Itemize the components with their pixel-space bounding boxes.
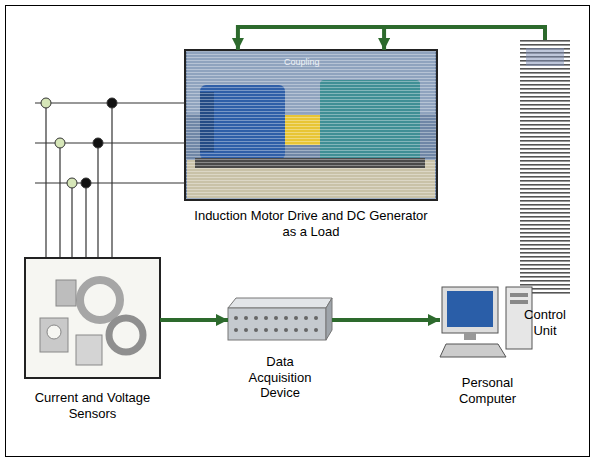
junction-dots <box>41 98 117 188</box>
port <box>304 328 308 332</box>
sensors-frame <box>25 258 160 378</box>
daq-ports <box>234 316 318 332</box>
voltage-junction <box>41 98 51 108</box>
port <box>274 328 278 332</box>
connector-line <box>160 318 228 322</box>
node-caption: Current and Voltage Sensors <box>32 390 154 421</box>
rack-lines <box>520 40 570 295</box>
phase-wires <box>35 103 185 258</box>
daq-top <box>228 298 332 308</box>
outer-frame <box>6 6 590 457</box>
computer-picture <box>440 287 532 357</box>
rack-ground <box>520 40 570 295</box>
phase-line <box>35 182 185 183</box>
photo-border <box>185 50 437 200</box>
keyboard <box>440 344 506 357</box>
voltage-junction <box>55 138 65 148</box>
port <box>244 328 248 332</box>
drive-bay <box>510 300 528 304</box>
port <box>234 328 238 332</box>
connector-arrow <box>160 320 228 321</box>
monitor <box>442 287 498 333</box>
motor-photo <box>185 50 437 200</box>
node-caption: Data Acquisition Device <box>238 354 322 401</box>
control-unit-box: Control Unit <box>520 40 570 295</box>
drive-bay <box>510 293 528 297</box>
current-junction <box>93 138 103 148</box>
node-caption: Control Unit <box>514 307 576 338</box>
sensor-tap <box>71 183 72 258</box>
photo-ground <box>185 50 437 200</box>
daq-front <box>228 308 326 340</box>
daq-side <box>326 298 332 340</box>
control-unit-rack <box>520 40 570 295</box>
computer-box: Personal Computer <box>440 285 535 363</box>
sensor-tap <box>111 103 112 258</box>
sensor-ring <box>109 318 143 352</box>
sensors-picture <box>25 258 160 378</box>
port <box>244 316 248 320</box>
port <box>294 316 298 320</box>
sensor-tap <box>85 183 86 258</box>
node-caption: Induction Motor Drive and DC Generator a… <box>186 208 436 239</box>
port <box>294 328 298 332</box>
sensor-hole <box>47 325 61 339</box>
scan-lines <box>185 50 437 200</box>
voltage-junction <box>67 178 77 188</box>
port <box>314 316 318 320</box>
daq-box: Data Acquisition Device <box>228 298 332 342</box>
sensor-tap <box>97 143 98 258</box>
connector-line <box>332 318 440 322</box>
connector-line <box>382 27 386 50</box>
port <box>264 328 268 332</box>
sensor-tap <box>45 103 46 258</box>
port <box>254 328 258 332</box>
port <box>254 316 258 320</box>
connector-arrow <box>238 27 545 50</box>
sensor-tap <box>59 143 60 258</box>
port <box>304 316 308 320</box>
monitor-screen <box>447 291 493 327</box>
motor-drive-box: Induction Motor Drive and DC Generator a… <box>185 50 437 200</box>
current-junction <box>107 98 117 108</box>
port <box>284 328 288 332</box>
port <box>234 316 238 320</box>
sensor-block <box>40 318 68 352</box>
node-caption: Personal Computer <box>451 375 525 406</box>
port <box>264 316 268 320</box>
connector-arrow <box>332 320 440 321</box>
rack-panel <box>526 48 564 66</box>
port <box>284 316 288 320</box>
sensor-block <box>76 335 102 365</box>
monitor-stand <box>464 333 476 340</box>
sensor-block <box>56 280 76 306</box>
daq-picture <box>228 298 332 340</box>
sensor-box: Current and Voltage Sensors <box>25 258 160 378</box>
port <box>314 328 318 332</box>
sensor-ring <box>80 280 120 320</box>
current-junction <box>81 178 91 188</box>
port <box>274 316 278 320</box>
connector-line <box>238 27 545 50</box>
part-label: Coupling <box>284 57 320 67</box>
